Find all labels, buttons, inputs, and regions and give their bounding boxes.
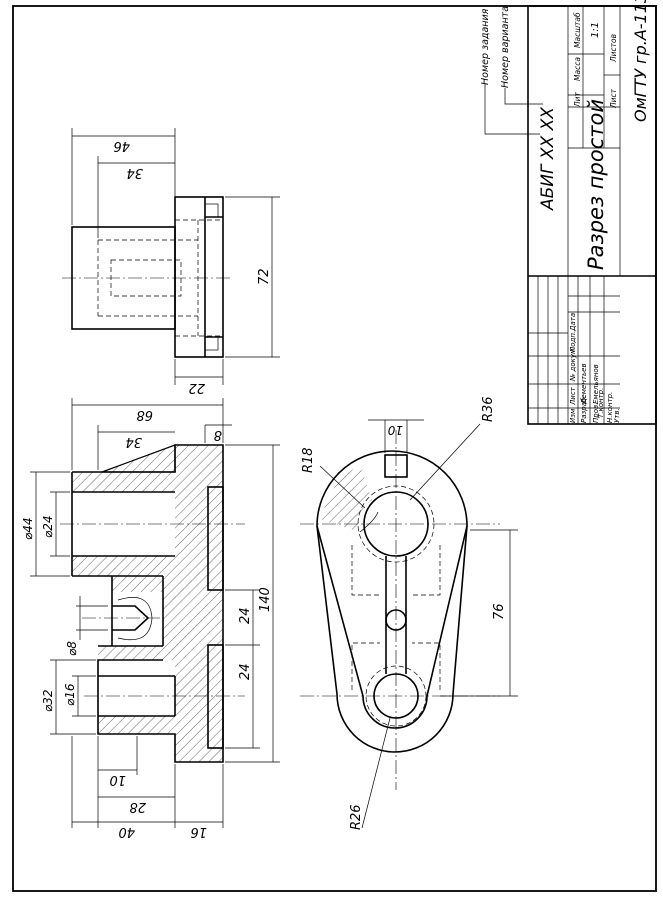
- col-scale-label: Масштаб: [573, 12, 582, 48]
- dim-top-46: 46: [113, 138, 130, 153]
- dim-front-24a: 24: [238, 607, 253, 624]
- dim-front-140: 140: [258, 587, 273, 612]
- scale-value: 1:1: [590, 22, 601, 38]
- dim-front-44: ⌀44: [21, 518, 35, 541]
- sheet-frame: [12, 5, 657, 892]
- drawing-title: Разрез простой: [584, 99, 608, 270]
- front-view-section: [60, 444, 245, 763]
- dim-side-R26: R26: [349, 804, 364, 830]
- organization-text: ОмГТУ гр.А-113: [631, 0, 650, 122]
- dim-top-22: 22: [188, 380, 205, 395]
- dim-side-10: 10: [387, 423, 403, 437]
- dim-front-34: 34: [125, 434, 142, 449]
- sheets-label: Листов: [609, 34, 618, 63]
- name-checker: Емельянов: [592, 364, 600, 404]
- dim-front-68: 68: [136, 407, 153, 422]
- role-tcontrol: Т.контр.: [597, 388, 605, 418]
- title-block: [527, 5, 657, 425]
- callout-variant: Номер варианта: [500, 6, 511, 88]
- rev-header-date: Дата: [569, 313, 577, 332]
- rev-header-list: Лист: [569, 386, 577, 406]
- dim-side-R36: R36: [481, 396, 496, 422]
- dim-front-8: 8: [214, 427, 222, 442]
- dim-top-72: 72: [257, 268, 272, 285]
- top-view: [62, 196, 232, 358]
- dim-front-16b: 16: [190, 824, 207, 839]
- dim-side-R18: R18: [301, 447, 316, 473]
- dim-front-28: 28: [129, 799, 146, 814]
- role-approve: Утв.: [613, 408, 621, 423]
- dim-front-24: ⌀24: [41, 516, 55, 539]
- rev-header-izm: Изм: [569, 408, 577, 423]
- role-ncontrol: Н.контр.: [606, 392, 614, 423]
- dim-top-34: 34: [126, 165, 143, 180]
- dim-front-40: 40: [118, 824, 135, 839]
- dim-front-32: ⌀32: [41, 690, 55, 713]
- dim-front-24b: 24: [238, 663, 253, 680]
- designation-text: АБИГ XX XX: [538, 107, 558, 211]
- col-mass-label: Масса: [573, 57, 582, 81]
- side-view-dimensions: [319, 419, 518, 829]
- col-lit-label: Лит: [573, 91, 582, 108]
- callout-task: Номер задания: [480, 8, 491, 85]
- role-developer: Разраб.: [580, 395, 588, 423]
- role-checker: Пров.: [592, 403, 600, 423]
- dim-side-76: 76: [492, 603, 507, 620]
- dim-front-10: 10: [109, 772, 126, 787]
- rev-header-doc: № докум.: [569, 346, 577, 382]
- dim-front-8dia: ⌀8: [65, 641, 79, 656]
- front-view-dimensions: [30, 398, 280, 828]
- rev-header-sign: Подп.: [569, 331, 577, 352]
- sheet-label: Лист: [609, 88, 618, 109]
- dim-front-16: ⌀16: [63, 683, 77, 706]
- name-developer: Дементьев: [580, 363, 588, 405]
- side-view: [300, 430, 500, 790]
- top-view-dimensions: [71, 128, 280, 385]
- callout-leaders: [484, 84, 543, 135]
